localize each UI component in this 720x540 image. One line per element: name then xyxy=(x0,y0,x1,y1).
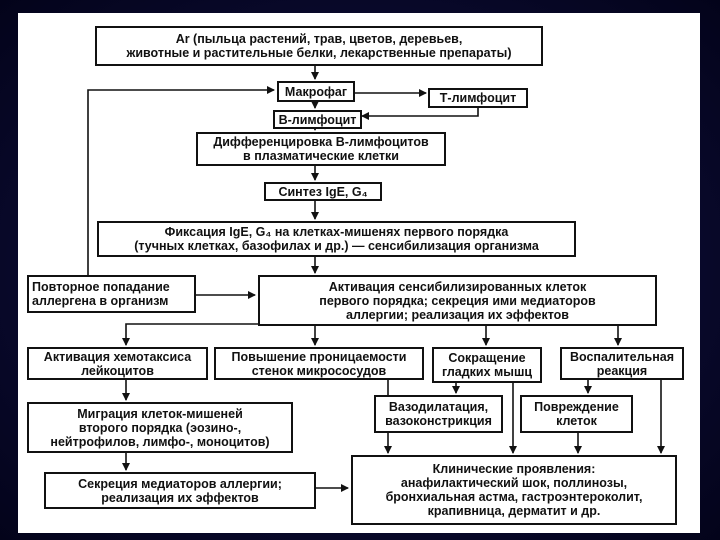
arrow-activation-chemotaxis xyxy=(122,323,278,346)
b-lymphocyte-box: В-лимфоцит xyxy=(273,110,362,129)
diagram-panel: Ar (пыльца растений, трав, цветов, дерев… xyxy=(18,13,700,533)
cell-damage-box: Повреждение клеток xyxy=(520,395,633,433)
t-lymphocyte-box: Т-лимфоцит xyxy=(428,88,528,108)
clinical-manifestations-box: Клинические проявления: анафилактический… xyxy=(351,455,677,525)
vasodilation-box: Вазодилатация, вазоконстрикция xyxy=(374,395,503,433)
repeated-entry-box: Повторное попадание аллергена в организм xyxy=(27,275,196,313)
secretion-second-order-box: Секреция медиаторов аллергии; реализация… xyxy=(44,472,316,509)
differentiation-box: Дифференцировка В-лимфоцитов в плазматич… xyxy=(196,132,446,166)
inflammatory-reaction-box: Воспалительная реакция xyxy=(560,347,684,380)
fixation-box: Фиксация IgE, G₄ на клетках-мишенях перв… xyxy=(97,221,576,257)
antigen-box: Ar (пыльца растений, трав, цветов, дерев… xyxy=(95,26,543,66)
activation-first-order-box: Активация сенсибилизированных клеток пер… xyxy=(258,275,657,326)
permeability-box: Повышение проницаемости стенок микрососу… xyxy=(214,347,424,380)
macrophage-box: Макрофаг xyxy=(277,81,355,102)
chemotaxis-box: Активация хемотаксиса лейкоцитов xyxy=(27,347,208,380)
migration-box: Миграция клеток-мишеней второго порядка … xyxy=(27,402,293,453)
synthesis-box: Синтез IgE, G₄ xyxy=(264,182,382,201)
smooth-muscle-box: Сокращение гладких мышц xyxy=(432,347,542,383)
arrow-repeated-macrophage xyxy=(87,86,275,275)
